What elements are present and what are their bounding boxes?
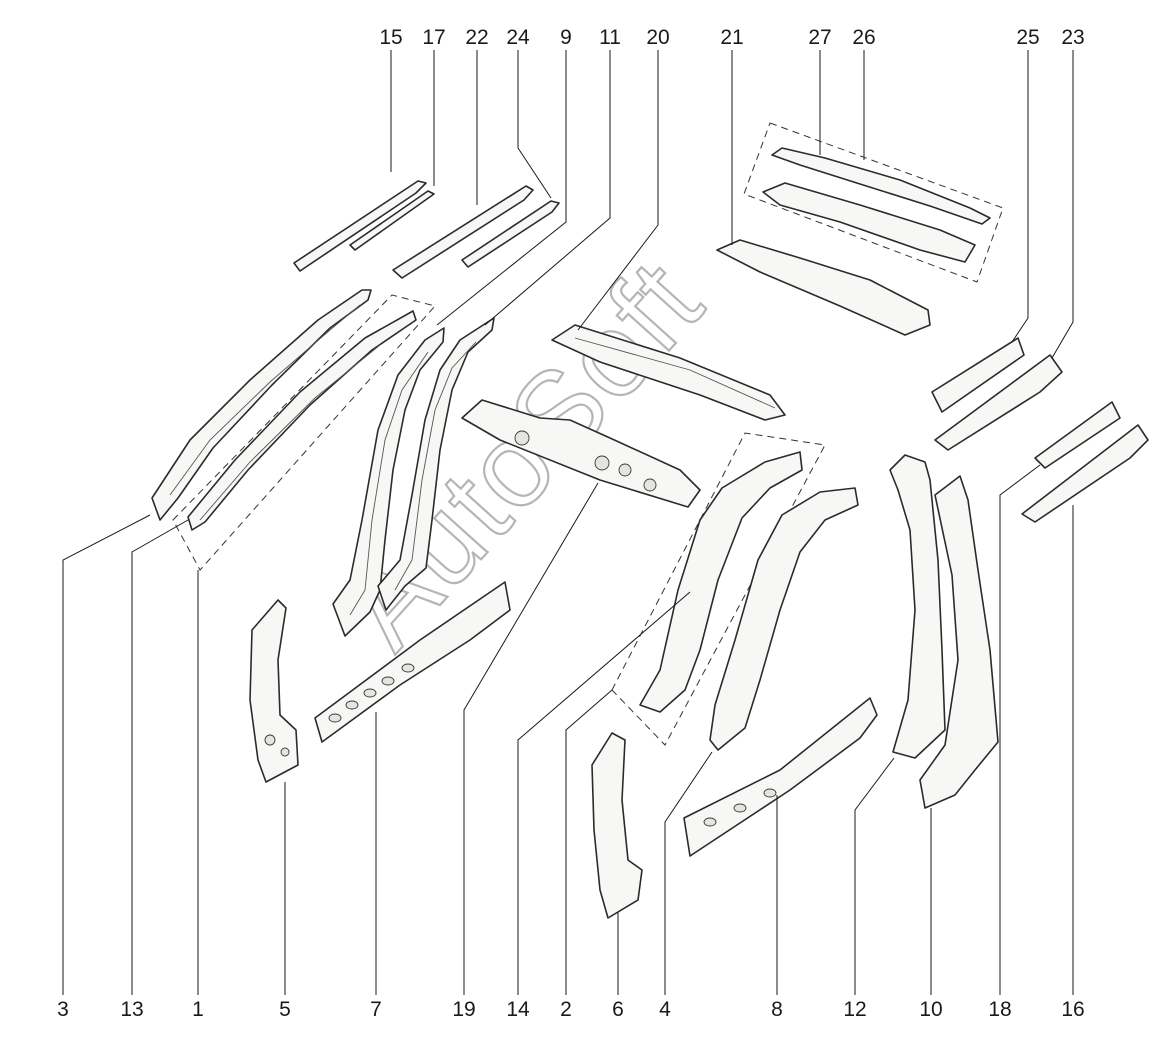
- leader-3: [62, 514, 151, 995]
- callout-11: 11: [599, 26, 621, 49]
- part-11-detail: [394, 341, 477, 591]
- part-5-shape: [249, 599, 299, 783]
- callout-8: 8: [771, 998, 783, 1021]
- part-19-shape: [461, 399, 701, 508]
- part-7-hole: [345, 700, 359, 710]
- callout-1: 1: [192, 998, 204, 1021]
- callout-10: 10: [919, 998, 942, 1021]
- part-7-hole: [381, 676, 395, 686]
- part-4-shape: [709, 487, 859, 751]
- leader-25: [1011, 50, 1029, 343]
- callout-15: 15: [379, 26, 402, 49]
- callout-19: 19: [452, 998, 475, 1021]
- part-17-shape: [349, 190, 435, 251]
- callout-6: 6: [612, 998, 624, 1021]
- callout-4: 4: [659, 998, 671, 1021]
- part-20-detail: [574, 337, 776, 409]
- leader-24: [517, 50, 552, 199]
- leader-2: [565, 689, 613, 995]
- callout-24: 24: [506, 26, 530, 49]
- part-27-shape: [771, 147, 991, 225]
- leader-23: [1051, 50, 1074, 359]
- callout-27: 27: [808, 26, 831, 49]
- callout-20: 20: [646, 26, 669, 49]
- group-box-1: [172, 294, 436, 571]
- part-11-shape: [377, 317, 495, 611]
- callout-26: 26: [852, 26, 875, 49]
- leader-12: [854, 757, 895, 995]
- part-23-shape: [934, 354, 1063, 451]
- callout-12: 12: [843, 998, 866, 1021]
- part-8-hole: [703, 817, 717, 827]
- callout-7: 7: [370, 998, 382, 1021]
- part-10-shape: [919, 475, 999, 809]
- callout-16: 16: [1061, 998, 1084, 1021]
- part-13-detail: [199, 344, 381, 521]
- part-19-hole: [514, 430, 530, 446]
- part-7-hole: [328, 713, 342, 723]
- callout-2: 2: [560, 998, 572, 1021]
- part-26-shape: [762, 182, 976, 263]
- leader-lines: [62, 50, 1074, 995]
- part-9-detail: [349, 351, 429, 616]
- callout-21: 21: [720, 26, 743, 49]
- leader-14: [517, 591, 691, 995]
- part-22-shape: [392, 185, 534, 279]
- leader-4: [664, 751, 713, 995]
- part-14-shape: [639, 451, 803, 713]
- part-8-hole: [763, 788, 777, 798]
- part-3-shape: [151, 289, 372, 521]
- part-6-shape: [591, 732, 643, 919]
- part-25-shape: [931, 337, 1025, 413]
- callout-18: 18: [988, 998, 1011, 1021]
- leader-9: [436, 50, 567, 326]
- callout-17: 17: [422, 26, 445, 49]
- callout-13: 13: [120, 998, 143, 1021]
- part-19-hole: [594, 455, 610, 471]
- part-7-hole: [401, 663, 415, 673]
- part-3-detail: [169, 304, 361, 496]
- group-box-26: [743, 122, 1004, 283]
- part-16-shape: [1021, 424, 1149, 523]
- callout-9: 9: [560, 26, 572, 49]
- part-5-hole: [264, 734, 276, 746]
- callout-14: 14: [506, 998, 530, 1021]
- leader-11: [484, 50, 611, 326]
- leader-20: [577, 50, 659, 331]
- callout-22: 22: [465, 26, 488, 49]
- part-8-hole: [733, 803, 747, 813]
- leader-19: [463, 482, 599, 995]
- callout-25: 25: [1016, 26, 1039, 49]
- part-18-shape: [1034, 401, 1121, 469]
- part-5-hole: [280, 747, 290, 757]
- callout-23: 23: [1061, 26, 1084, 49]
- part-15-shape: [293, 180, 427, 272]
- callout-3: 3: [57, 998, 69, 1021]
- part-20-shape: [551, 324, 786, 421]
- part-21-shape: [716, 239, 931, 336]
- part-19-hole: [643, 478, 657, 492]
- callout-5: 5: [279, 998, 291, 1021]
- part-24-shape: [461, 200, 560, 268]
- part-7-shape: [314, 581, 511, 743]
- part-19-hole: [618, 463, 632, 477]
- leader-13: [131, 519, 189, 995]
- leader-18: [999, 464, 1041, 995]
- part-9-shape: [332, 327, 445, 637]
- part-8-shape: [683, 697, 878, 857]
- part-7-hole: [363, 688, 377, 698]
- part-12-shape: [889, 454, 946, 759]
